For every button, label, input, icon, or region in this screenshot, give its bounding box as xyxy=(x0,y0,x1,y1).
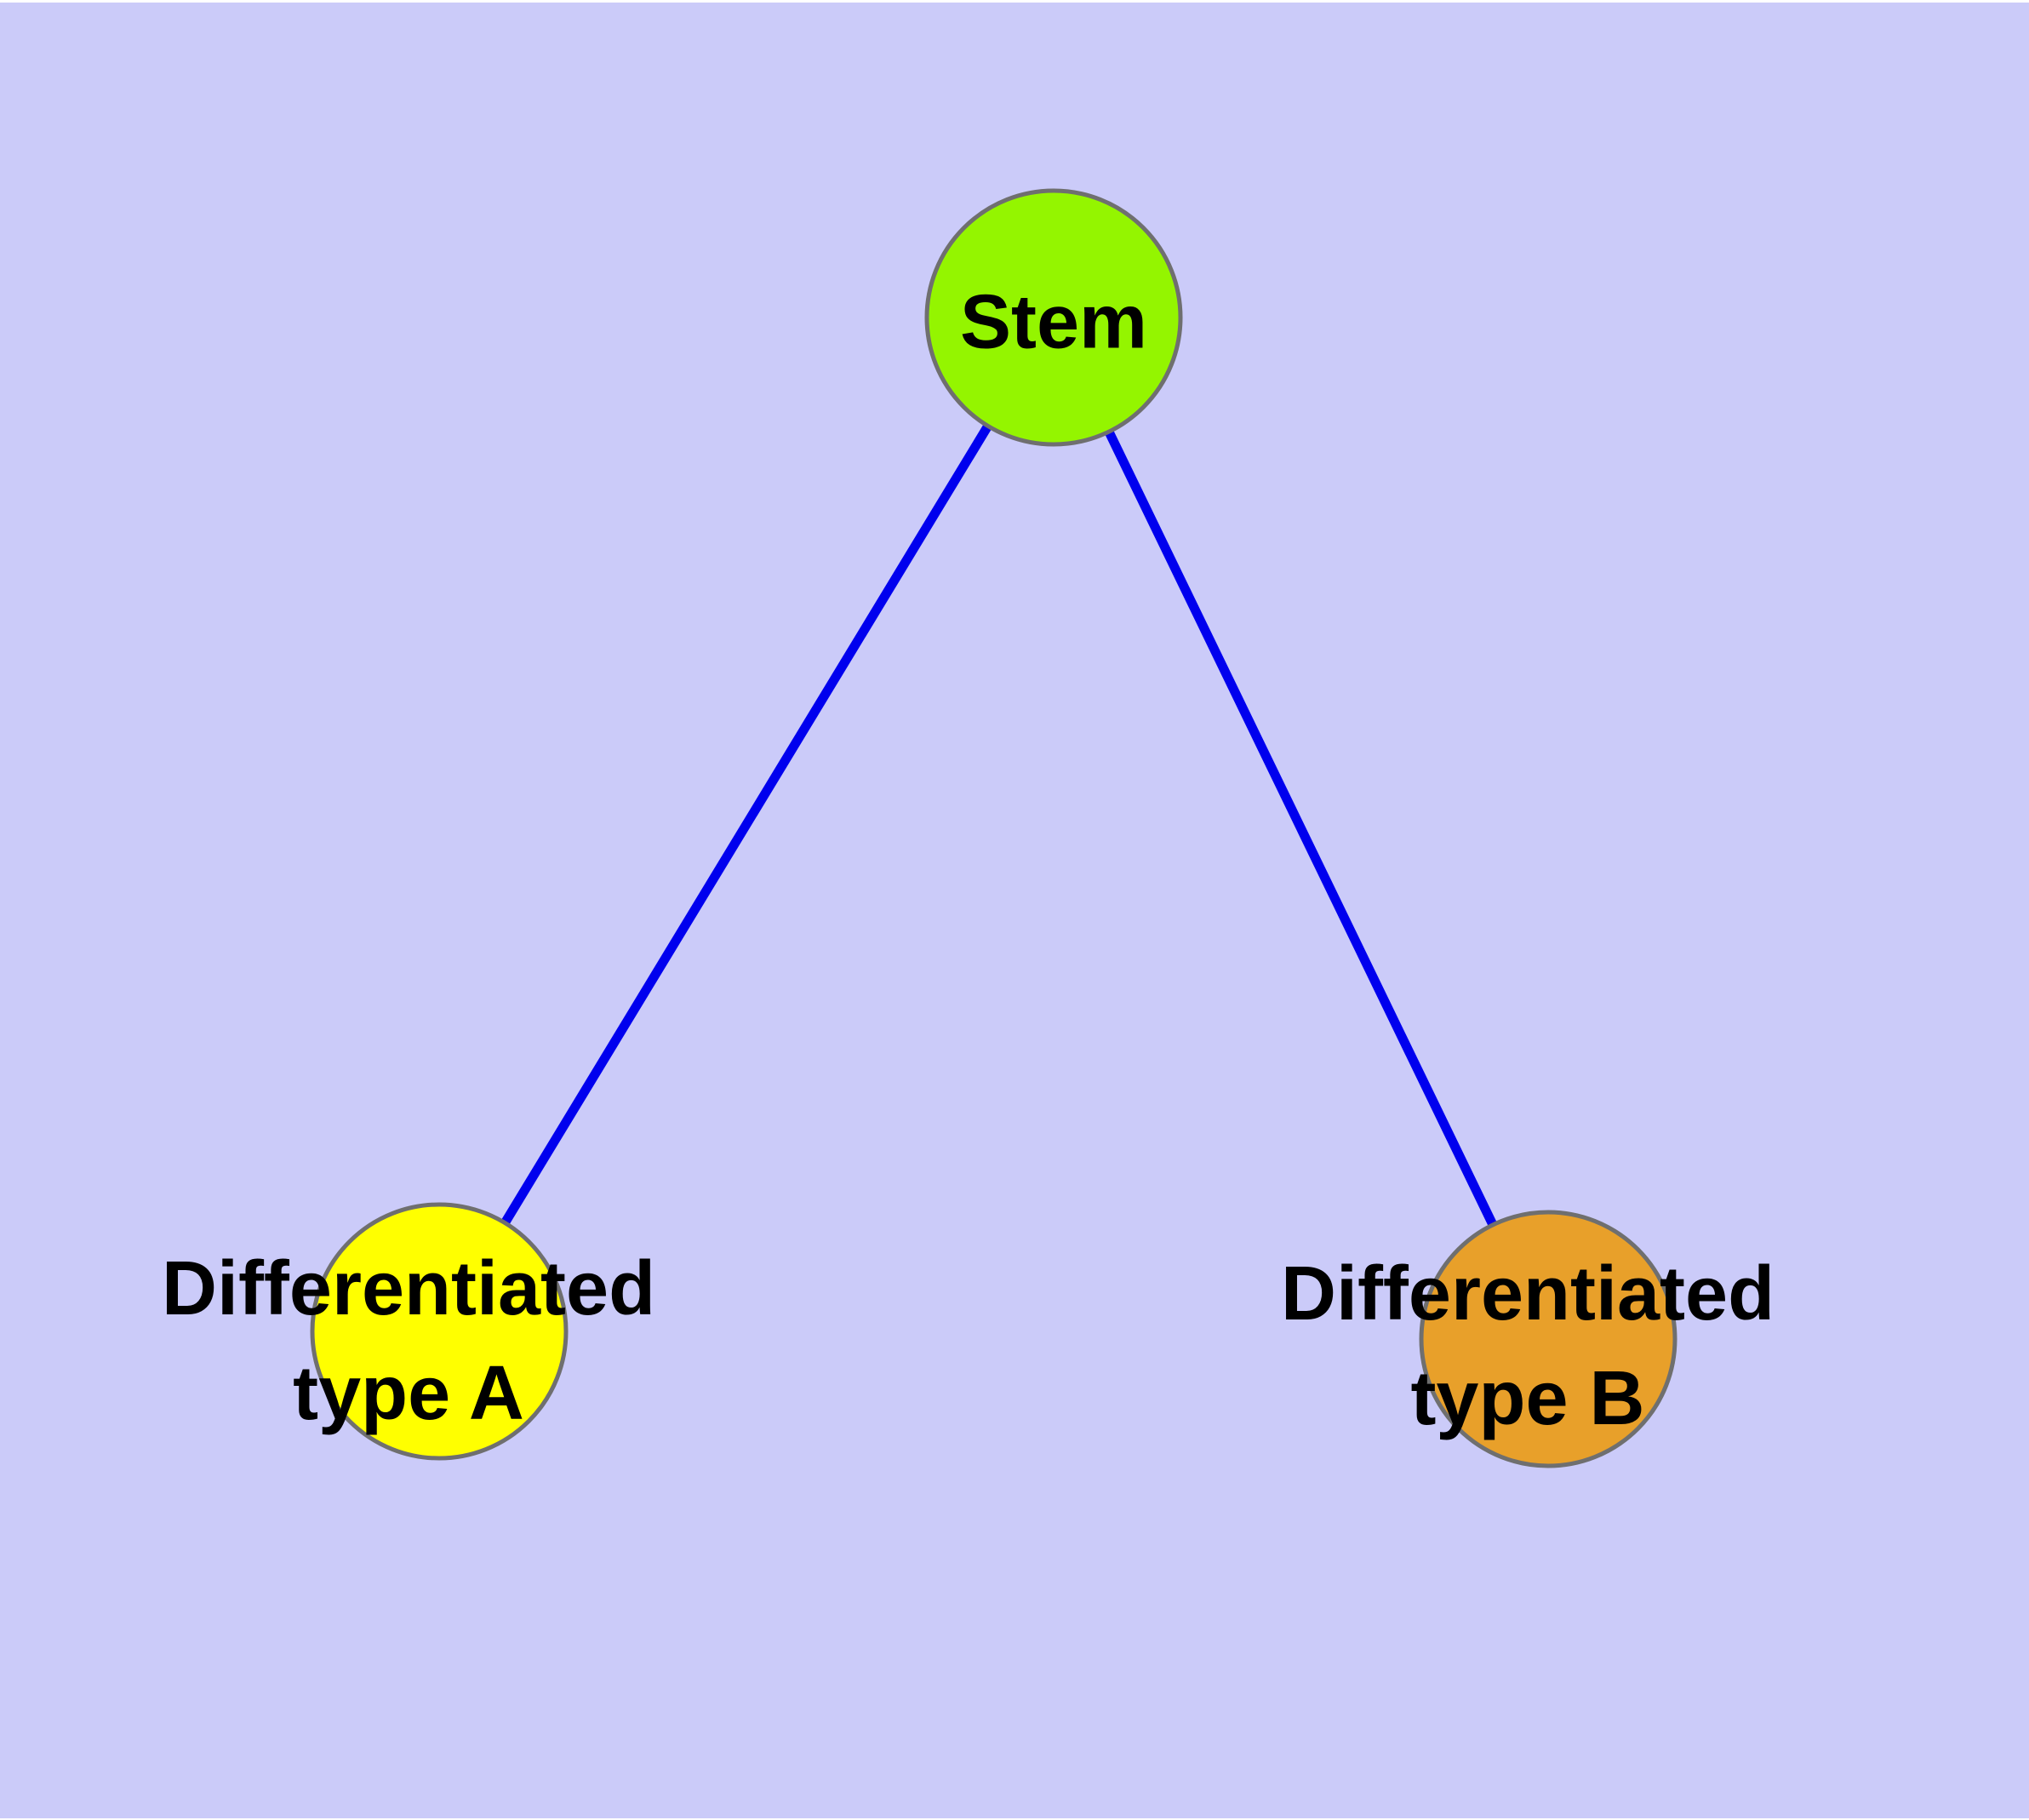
node-type-b-circle xyxy=(1419,1210,1677,1468)
edge-stem-to-type-b xyxy=(1049,315,1552,1342)
node-type-a-circle xyxy=(310,1202,569,1461)
node-type-b-label: Differentiated type B xyxy=(1281,1242,1775,1451)
node-type-a-label-line1: Differentiated xyxy=(161,1246,656,1331)
edge-stem-to-type-a xyxy=(435,315,1058,1334)
node-stem-label: Stem xyxy=(960,271,1147,375)
node-stem-label-text: Stem xyxy=(959,279,1148,365)
node-type-a-label: Differentiated type A xyxy=(162,1237,655,1446)
node-type-a-label-line2: type A xyxy=(293,1351,524,1436)
node-stem-circle xyxy=(924,188,1183,447)
node-type-b-label-line2: type B xyxy=(1410,1356,1645,1441)
node-type-b-label-line1: Differentiated xyxy=(1280,1251,1775,1336)
